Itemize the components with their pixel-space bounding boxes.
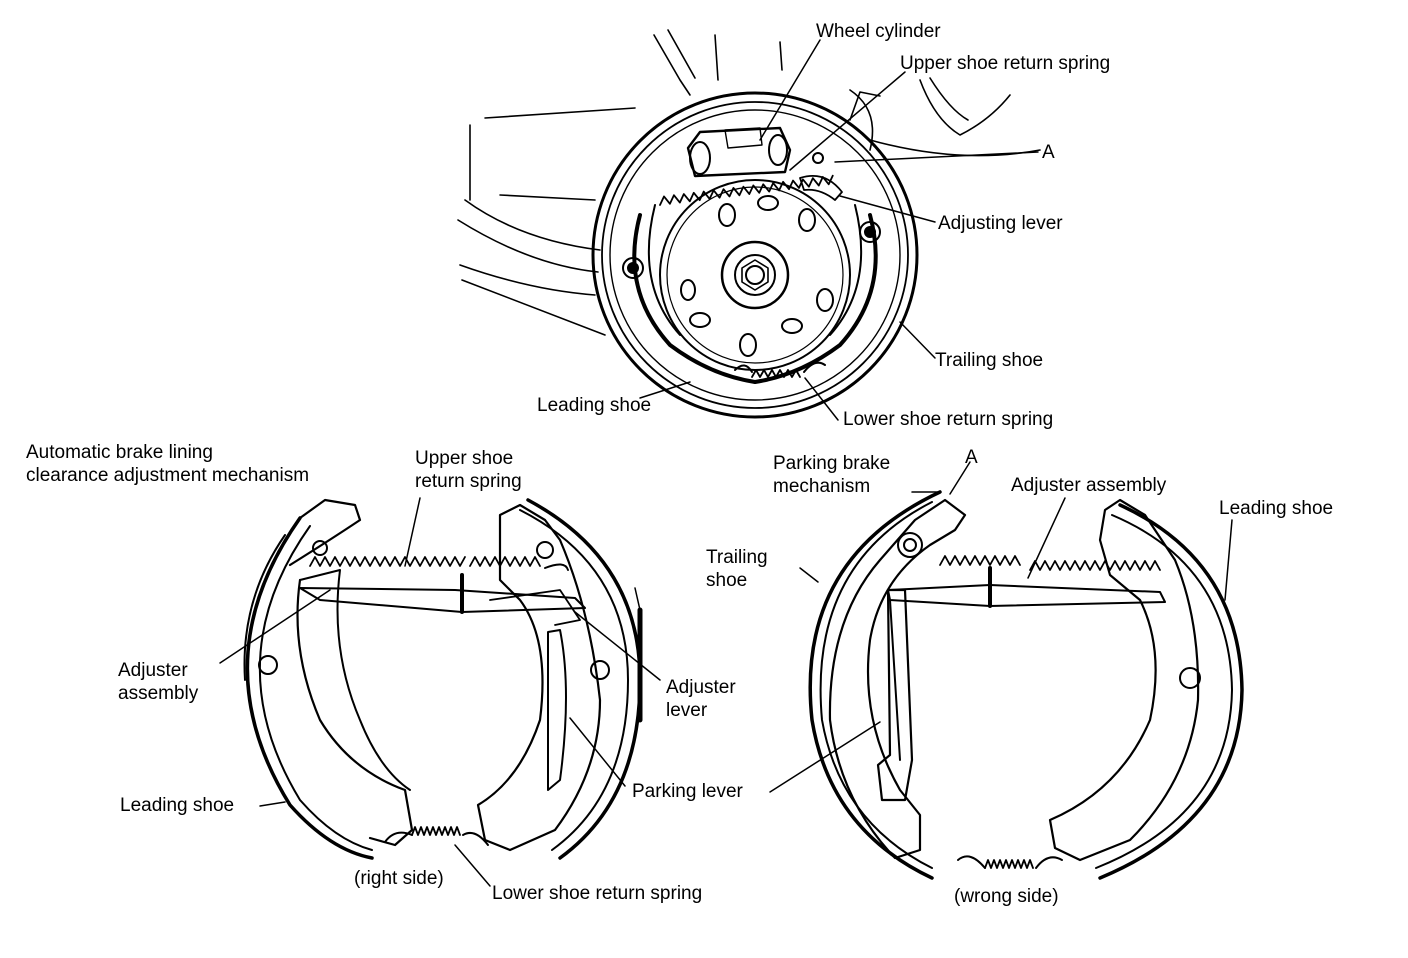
label-adjuster-assembly-line1: Adjuster xyxy=(118,660,188,681)
label-wheel-cylinder: Wheel cylinder xyxy=(816,21,941,42)
label-lower-shoe-return-spring-left: Lower shoe return spring xyxy=(492,883,703,904)
label-upper-spring-line1: Upper shoe xyxy=(415,448,514,469)
label-right-side: (right side) xyxy=(354,868,444,889)
label-adjusting-lever: Adjusting lever xyxy=(938,213,1063,234)
label-parking-brake-mechanism: Parking brake mechanism xyxy=(773,452,890,498)
label-adjuster-lever-line2: lever xyxy=(666,700,708,721)
label-point-a-right: A xyxy=(965,447,978,468)
label-adjuster-lever: Adjuster lever xyxy=(666,676,736,722)
top-brake-assembly xyxy=(457,29,1041,421)
label-auto-adjust-line2: clearance adjustment mechanism xyxy=(26,465,310,486)
label-trailing-shoe-top: Trailing shoe xyxy=(935,350,1044,371)
label-parking-brake-line1: Parking brake xyxy=(773,453,891,474)
top-wheel-cylinder xyxy=(686,126,792,178)
label-leading-shoe-left: Leading shoe xyxy=(120,795,235,816)
right-brake-assembly xyxy=(769,461,1244,880)
label-upper-spring-line2: return spring xyxy=(415,471,522,492)
right-leader-lines xyxy=(769,461,1233,793)
label-leading-shoe-top: Leading shoe xyxy=(537,395,652,416)
label-adjuster-assembly-line2: assembly xyxy=(118,683,199,704)
label-point-a-top: A xyxy=(1042,142,1055,163)
label-adjuster-lever-line1: Adjuster xyxy=(666,677,736,698)
hub-studs xyxy=(622,152,881,357)
label-adjuster-assembly-right: Adjuster assembly xyxy=(1011,475,1167,496)
label-adjuster-assembly-left: Adjuster assembly xyxy=(118,659,198,705)
label-upper-shoe-return-spring-left: Upper shoe return spring xyxy=(415,447,522,493)
label-parking-lever: Parking lever xyxy=(632,781,743,802)
top-leader-lines xyxy=(639,39,1039,421)
chassis-outline xyxy=(457,29,1041,336)
label-lower-shoe-return-spring-top: Lower shoe return spring xyxy=(843,409,1054,430)
label-upper-shoe-return-spring-top: Upper shoe return spring xyxy=(900,53,1111,74)
label-parking-brake-line2: mechanism xyxy=(773,476,871,497)
label-auto-adjust-line1: Automatic brake lining xyxy=(26,442,213,463)
left-brake-assembly xyxy=(219,497,661,887)
label-leading-shoe-right: Leading shoe xyxy=(1219,498,1334,519)
label-wrong-side: (wrong side) xyxy=(954,886,1059,907)
label-trailing-left-line1: Trailing xyxy=(706,547,768,568)
left-leader-lines xyxy=(219,497,661,887)
label-trailing-shoe-left: Trailing shoe xyxy=(706,546,768,592)
label-auto-adjust-mechanism: Automatic brake lining clearance adjustm… xyxy=(26,441,309,487)
label-trailing-left-line2: shoe xyxy=(706,570,748,591)
